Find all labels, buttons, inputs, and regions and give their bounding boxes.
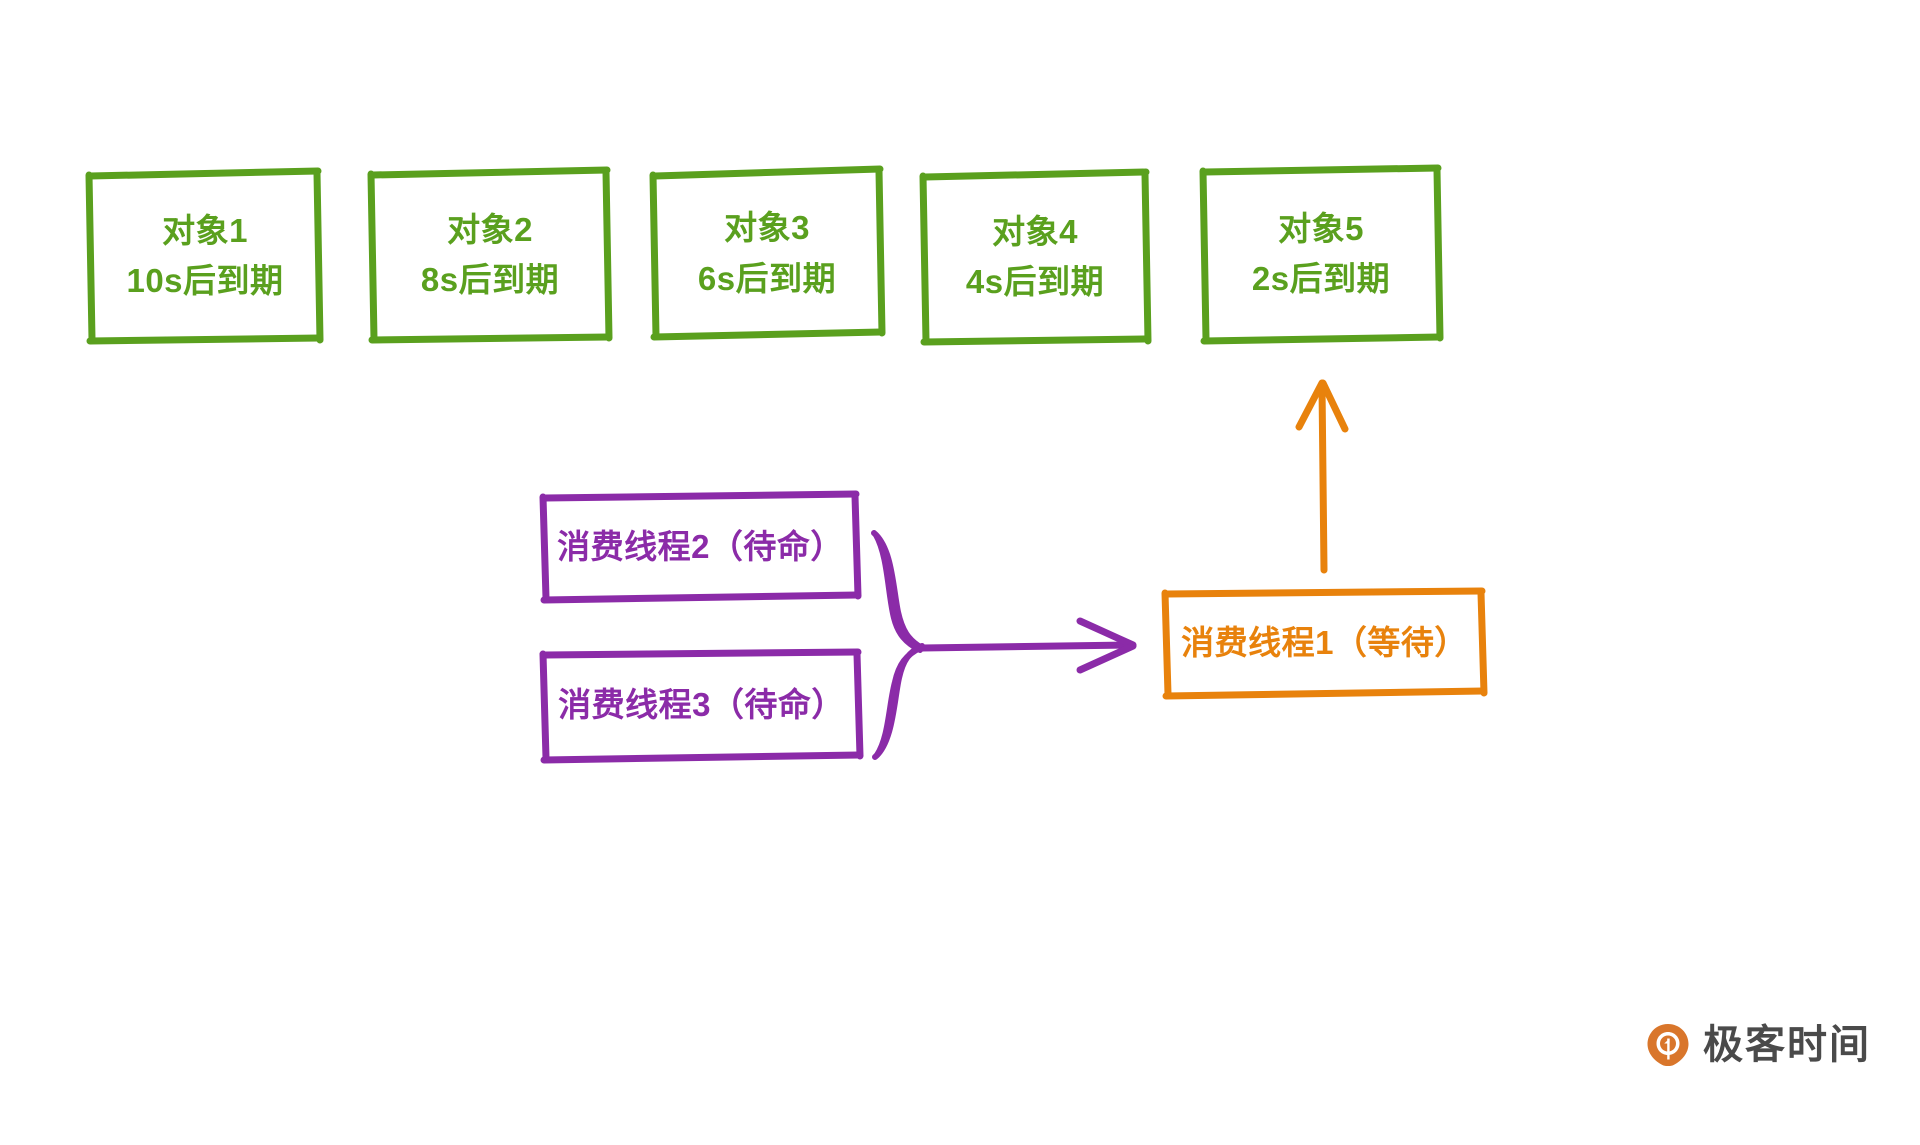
- object-card-1-expiry: 10s后到期: [126, 262, 284, 299]
- watermark: 极客时间: [1645, 1022, 1871, 1068]
- object-card-4-expiry: 4s后到期: [965, 263, 1105, 300]
- thread-box-3-label: 消费线程3（待命）: [558, 686, 845, 724]
- object-card-3-expiry: 6s后到期: [697, 259, 837, 297]
- brace-group-standby-threads: [871, 530, 925, 760]
- object-card-5-expiry: 2s后到期: [1251, 260, 1391, 297]
- object-card-5[interactable]: 对象5 2s后到期: [1204, 170, 1438, 338]
- object-card-5-title: 对象5: [1278, 209, 1364, 247]
- object-card-2[interactable]: 对象2 8s后到期: [372, 171, 608, 339]
- thread-box-3[interactable]: 消费线程3（待命）: [544, 654, 859, 757]
- thread-box-1-label: 消费线程1（等待）: [1181, 623, 1468, 661]
- arrow-active-to-object5: [1295, 379, 1349, 574]
- object-card-4-title: 对象4: [992, 212, 1078, 250]
- object-card-3-title: 对象3: [724, 209, 810, 247]
- geektime-logo-icon: [1647, 1024, 1689, 1067]
- watermark-brand-text: 极客时间: [1703, 1023, 1871, 1067]
- object-card-2-title: 对象2: [447, 210, 533, 248]
- object-card-4[interactable]: 对象4 4s后到期: [924, 173, 1146, 341]
- object-card-2-expiry: 8s后到期: [420, 261, 560, 298]
- thread-box-2-label: 消费线程2（待命）: [557, 527, 844, 565]
- object-card-1-title: 对象1: [162, 211, 248, 249]
- thread-box-2[interactable]: 消费线程2（待命）: [544, 496, 857, 598]
- object-card-3[interactable]: 对象3 6s后到期: [654, 171, 880, 336]
- arrow-standby-to-active: [918, 617, 1137, 674]
- thread-box-1[interactable]: 消费线程1（等待）: [1166, 592, 1483, 694]
- object-card-1[interactable]: 对象1 10s后到期: [90, 172, 320, 340]
